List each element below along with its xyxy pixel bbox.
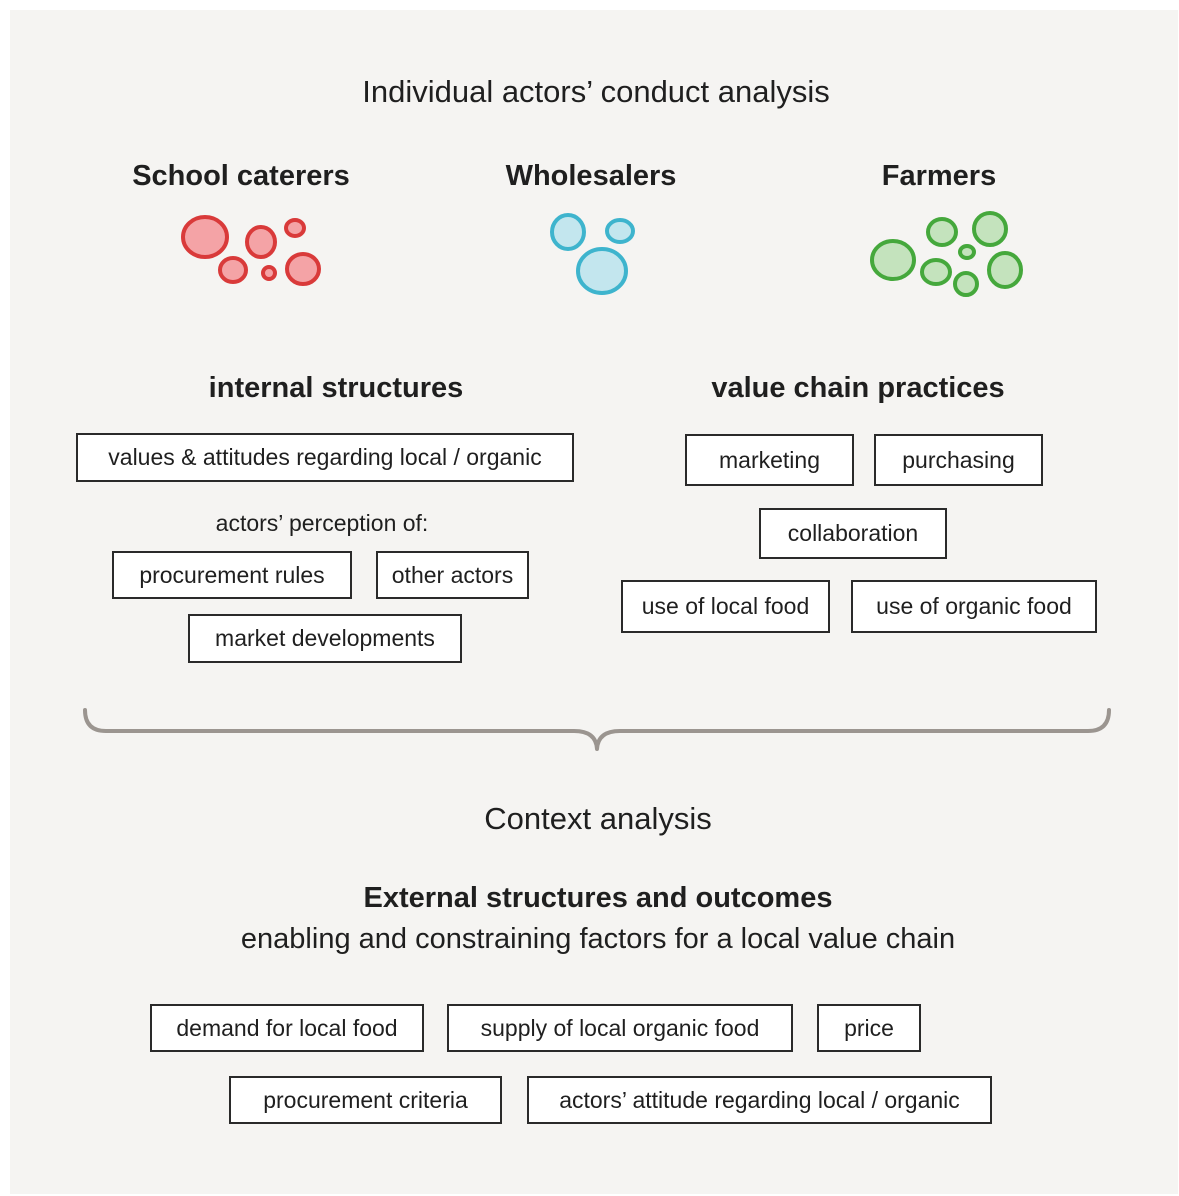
- other-actors-box: other actors: [376, 551, 529, 599]
- values-attitudes-box: values & attitudes regarding local / org…: [76, 433, 574, 482]
- price-box: price: [817, 1004, 921, 1052]
- value-chain-practices-heading: value chain practices: [711, 372, 1005, 404]
- supply-of-local-organic-food-box: supply of local organic food: [447, 1004, 793, 1052]
- purchasing-box: purchasing: [874, 434, 1043, 486]
- red-circles-cluster-icon: [181, 215, 321, 286]
- procurement-rules-box: procurement rules: [112, 551, 352, 599]
- use-of-local-food-box: use of local food: [621, 580, 830, 633]
- green-circles-cluster-icon: [870, 211, 1023, 297]
- procurement-criteria-box: procurement criteria: [229, 1076, 502, 1124]
- blue-circles-cluster-icon: [550, 213, 635, 295]
- marketing-box: marketing: [685, 434, 854, 486]
- market-developments-box: market developments: [188, 614, 462, 663]
- actors-attitude-box: actors’ attitude regarding local / organ…: [527, 1076, 992, 1124]
- external-structures-subheading: enabling and constraining factors for a …: [240, 923, 956, 955]
- collaboration-box: collaboration: [759, 508, 947, 559]
- demand-for-local-food-box: demand for local food: [150, 1004, 424, 1052]
- context-analysis-title: Context analysis: [484, 801, 712, 836]
- external-structures-heading: External structures and outcomes: [363, 882, 833, 914]
- actor-school-caterers-label: School caterers: [132, 160, 350, 192]
- actor-farmers-label: Farmers: [881, 160, 997, 192]
- actor-wholesalers-label: Wholesalers: [505, 160, 677, 192]
- perception-label: actors’ perception of:: [215, 510, 429, 536]
- diagram-title: Individual actors’ conduct analysis: [362, 74, 830, 109]
- use-of-organic-food-box: use of organic food: [851, 580, 1097, 633]
- internal-structures-heading: internal structures: [208, 372, 464, 404]
